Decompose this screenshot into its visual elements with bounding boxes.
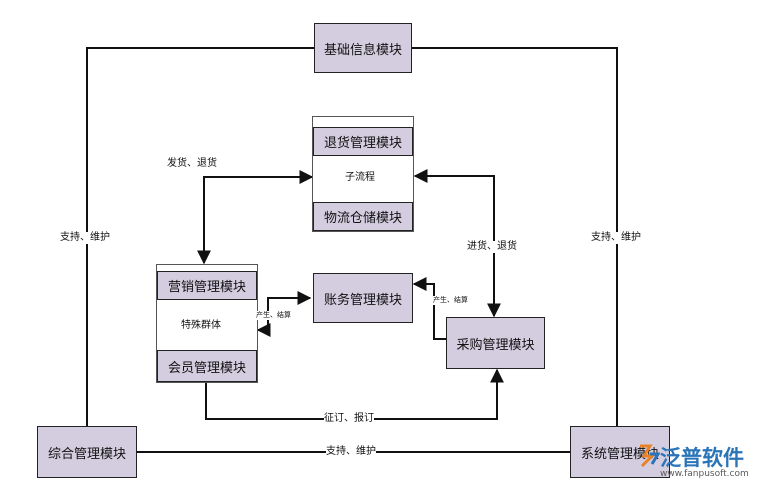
- basic-info-module: 基础信息模块: [314, 23, 412, 73]
- special-group-label: 特殊群体: [181, 320, 221, 332]
- order-report-label: 征订、报订: [324, 413, 374, 425]
- brand-name: 泛普软件: [660, 446, 744, 470]
- sales-module: 营销管理模块: [157, 271, 257, 300]
- accounts-module: 账务管理模块: [313, 273, 413, 323]
- sub-process-label: 子流程: [345, 172, 375, 184]
- brand-url: www.fanpusoft.com: [660, 469, 749, 479]
- logistics-module: 物流仓储模块: [313, 202, 413, 231]
- support-bottom-label: 支持、维护: [326, 446, 376, 458]
- support-right-label: 支持、维护: [591, 232, 641, 244]
- watermark-logo: 泛普软件 www.fanpusoft.com: [638, 442, 753, 486]
- returns-module: 退货管理模块: [313, 127, 413, 156]
- gen-settle-purchase-label: 产生、结算: [433, 296, 468, 305]
- arrow-gen-settle-purchase: [412, 277, 446, 340]
- arrow-purchase-return: [413, 169, 501, 318]
- line-basic-to-system: [412, 47, 618, 426]
- member-module: 会员管理模块: [157, 350, 257, 382]
- purchase-return-label: 进货、退货: [467, 241, 517, 253]
- arrow-ship-return: [197, 170, 314, 265]
- support-left-label: 支持、维护: [60, 232, 110, 244]
- integrated-module: 综合管理模块: [37, 426, 137, 478]
- line-basic-to-integrated: [86, 47, 314, 426]
- system-module: 系统管理模块: [570, 426, 670, 478]
- purchase-module: 采购管理模块: [446, 317, 545, 369]
- brand-mark-icon: [640, 444, 660, 468]
- gen-settle-sales-label: 产生、结算: [256, 311, 291, 320]
- ship-return-label: 发货、退货: [167, 158, 217, 170]
